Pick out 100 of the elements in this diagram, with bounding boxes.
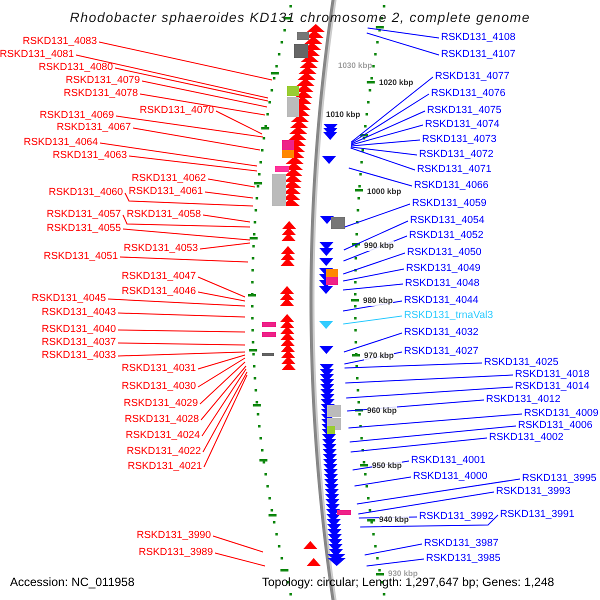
leader-line	[350, 148, 416, 170]
gene-label: RSKD131_4067	[56, 122, 131, 134]
gene-label: RSKD131_4043	[42, 307, 116, 319]
gene-label: RSKD131_4032	[404, 327, 478, 339]
gene-label: RSKD131_4078	[64, 88, 138, 100]
leader-line	[342, 252, 406, 274]
leader-line	[360, 514, 498, 528]
gene-label: RSKD131_3987	[424, 538, 498, 550]
leader-line	[118, 342, 246, 346]
leader-line	[132, 128, 260, 150]
leader-line	[343, 220, 408, 250]
gene-label: RSKD131_4072	[419, 149, 494, 161]
gene-label: RSKD131_3991	[500, 509, 574, 521]
leader-line	[118, 312, 246, 318]
gene-label: RSKD131_4024	[126, 430, 200, 442]
leader-line	[348, 414, 522, 428]
leader-line	[350, 124, 424, 146]
gene-label: RSKD131_4055	[46, 223, 121, 235]
leader-line	[200, 242, 250, 250]
gene-label: RSKD131_4064	[24, 137, 98, 149]
leader-line	[350, 438, 488, 452]
gene-label: RSKD131_4028	[124, 414, 199, 426]
gene-label: RSKD131_3989	[138, 547, 213, 559]
map-title: Rhodobacter sphaeroides KD131 chromosome 2, complete genome	[68, 10, 532, 26]
gene-label: RSKD131_4073	[422, 134, 496, 146]
gene-label: RSKD131_4058	[126, 209, 201, 221]
tick-label: 960 kbp	[367, 406, 397, 416]
leader-line	[108, 298, 246, 306]
gene-label: RSKD131_4048	[405, 278, 480, 290]
leader-line	[367, 28, 440, 38]
leader-line	[350, 94, 430, 144]
leader-line	[350, 146, 418, 156]
leader-line	[344, 362, 482, 368]
gene-label: RSKD131_4025	[484, 357, 558, 369]
leader-line	[344, 374, 514, 384]
tick-label: 970 kbp	[364, 351, 394, 361]
leader-line	[200, 362, 246, 404]
leader-line	[204, 192, 254, 198]
leader-line	[350, 140, 420, 146]
leader-line	[204, 374, 248, 468]
gene-label: RSKD131_4000	[413, 471, 488, 483]
leader-line	[358, 492, 494, 514]
gene-label: RSKD131_4053	[124, 243, 198, 255]
gene-label: RSKD131_4062	[132, 173, 206, 185]
gene-label: RSKD131_4061	[128, 186, 203, 198]
gene-label: RSKD131_4027	[404, 346, 478, 358]
gene-label: RSKD131_4006	[518, 420, 592, 432]
gene-label: RSKD131_4051	[44, 251, 118, 263]
gene-label: RSKD131_4081	[0, 49, 74, 61]
leader-line	[350, 110, 426, 144]
gene-label: RSKD131_4054	[410, 215, 484, 227]
leader-line	[118, 330, 246, 332]
gene-label: RSKD131_4060	[48, 187, 123, 199]
gene-label: RSKD131_4031	[122, 363, 196, 375]
gene-label: RSKD131_4046	[122, 286, 196, 298]
gene-label: RSKD131_4033	[42, 350, 116, 362]
leader-line	[118, 352, 246, 356]
gene-label: RSKD131_4044	[404, 295, 478, 307]
gene-label: RSKD131_4049	[406, 263, 480, 275]
leader-line	[356, 478, 520, 504]
leader-line	[216, 110, 262, 134]
gene-label: RSKD131_4108	[441, 32, 516, 44]
leader-line	[116, 116, 264, 138]
leader-line	[198, 276, 246, 298]
tick-label: 990 kbp	[364, 241, 394, 251]
tick-label: 1010 kbp	[326, 110, 360, 120]
gene-label: RSKD131_4077	[435, 71, 510, 83]
leader-line	[198, 292, 246, 302]
leader-line	[343, 332, 402, 352]
gene-label: RSKD131_4012	[486, 394, 560, 406]
gene-label: RSKD131_4047	[122, 271, 196, 283]
tick-label: 950 kbp	[372, 461, 402, 471]
gene-label: RSKD131_4063	[52, 150, 127, 162]
leader-line	[350, 76, 434, 142]
leader-line	[98, 42, 272, 80]
leader-line	[202, 372, 248, 452]
gene-label: RSKD131_4050	[407, 247, 482, 259]
leader-line	[344, 204, 410, 228]
gene-label: RSKD131_4014	[515, 381, 590, 393]
tick-label: 1020 kbp	[379, 78, 414, 88]
gene-label: RSKD131_4040	[42, 324, 116, 336]
gene-label: RSKD131_4083	[22, 36, 97, 48]
gene-label: RSKD131_4059	[412, 198, 486, 210]
gene-label: RSKD131_trnaVal3	[404, 310, 494, 322]
leader-line	[140, 94, 266, 116]
accession-text: Accession: NC_011958	[10, 575, 135, 589]
leader-line	[76, 54, 268, 98]
gene-label: RSKD131_4018	[515, 369, 590, 381]
leader-line	[128, 156, 258, 172]
tick-label: 1000 kbp	[367, 187, 402, 197]
leader-line	[122, 228, 250, 240]
gene-label: RSKD131_4037	[42, 337, 116, 349]
leader-line	[354, 476, 412, 486]
leader-line	[214, 552, 266, 566]
gene-label: RSKD131_4052	[409, 230, 484, 242]
gene-label: RSKD131_4030	[122, 381, 196, 393]
gene-label: RSKD131_4074	[425, 119, 500, 131]
gene-label: RSKD131_4001	[411, 455, 486, 467]
gene-label: RSKD131_4057	[46, 209, 121, 221]
tick-label: 930 kbp	[388, 569, 418, 579]
